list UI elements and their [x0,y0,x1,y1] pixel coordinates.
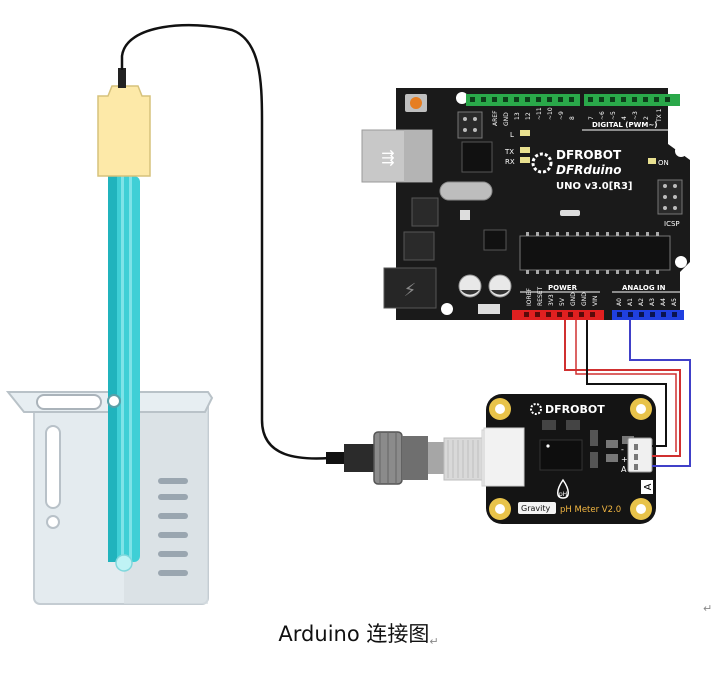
led-rx-label: RX [505,158,515,166]
usb-icon: ⇶ [381,148,394,167]
wire-power [564,320,681,457]
power-pin-label: RESET [537,286,544,306]
probe-cable [120,23,331,460]
analog-pin-label: A5 [671,298,678,306]
wire-ground [586,320,667,447]
caption-text: Arduino 连接图 [278,622,430,646]
ph-name: pH Meter V2.0 [560,505,621,515]
board-model: DFRduino [556,163,621,177]
ph-pin-mark: - [621,445,624,454]
digital-pin-label: ~10 [547,107,554,120]
diagram-caption: Arduino 连接图↵ [0,618,717,648]
ph-meter-module: A - + A DFROBOT pH Gravity pH Meter V2.0 [483,394,656,524]
power-pin-label: 5V [559,297,566,306]
power-pin-label: GND [570,292,577,306]
digital-pin-label: 13 [514,112,521,120]
digital-pin-label: RX 0 [668,108,675,122]
ph-probe [97,68,151,572]
led-l-label: L [510,131,514,139]
analog-pin-label: A1 [627,298,634,306]
drop-icon [557,478,569,499]
analog-pin-label: A2 [638,298,645,306]
digital-header-label: DIGITAL (PWM~) [592,121,657,129]
digital-pin-label: ~3 [632,111,639,120]
power-jack-icon: ⚡ [404,280,417,301]
gnd-top-label: GND [503,112,510,126]
power-pin-label: GND [581,292,588,306]
svg-text:pH: pH [559,491,567,498]
ph-pin-mark: + [621,455,628,464]
ph-series: Gravity [521,504,550,513]
return-mark-icon: ↵ [429,635,439,648]
power-pin-label: VIN [592,296,599,306]
wire-signal [629,320,691,467]
power-pin-label: IOREF [526,288,533,306]
power-header-label: POWER [548,284,578,292]
digital-pin-label: 2 [643,116,650,120]
icsp-label: ICSP [664,220,680,228]
digital-pin-label: TX 1 [656,108,663,123]
digital-pin-label: ~5 [610,111,617,120]
wire-power-2 [575,320,677,452]
digital-pin-label: 7 [588,116,595,120]
dfrobot-gear-icon [531,152,553,174]
digital-pin-label: 4 [621,116,628,120]
digital-pin-label: ~11 [536,107,543,120]
beaker-graduations [158,478,188,576]
ph-brand: DFROBOT [545,403,605,416]
ph-connector-label: A [643,483,654,490]
probe-cap [97,85,151,177]
power-led-label: ON [658,159,669,167]
wires [564,320,691,467]
ph-pin-mark: A [621,465,627,474]
board-version: UNO v3.0[R3] [556,181,633,192]
analog-pin-label: A0 [616,298,623,306]
dfrobot-logo-icon [530,403,542,415]
digital-pin-label: ~9 [558,111,565,120]
board-brand: DFROBOT [556,148,622,162]
analog-pin-label: A3 [649,298,656,306]
analog-header [612,310,684,320]
digital-pin-label: 8 [569,116,576,120]
analog-pin-label: A4 [660,298,667,306]
power-pin-label: 3V3 [548,294,555,306]
digital-pin-label: 12 [525,112,532,120]
arduino-uno-board: ⇶ ⚡ AREF GND 13 12 ~11 ~10 ~9 8 7 ~6 ~5 [361,88,690,320]
aref-label: AREF [492,110,499,126]
analog-header-label: ANALOG IN [622,284,666,292]
return-mark-icon: ↵ [703,602,713,615]
led-tx-label: TX [504,148,514,156]
digital-pin-label: ~6 [599,111,606,120]
